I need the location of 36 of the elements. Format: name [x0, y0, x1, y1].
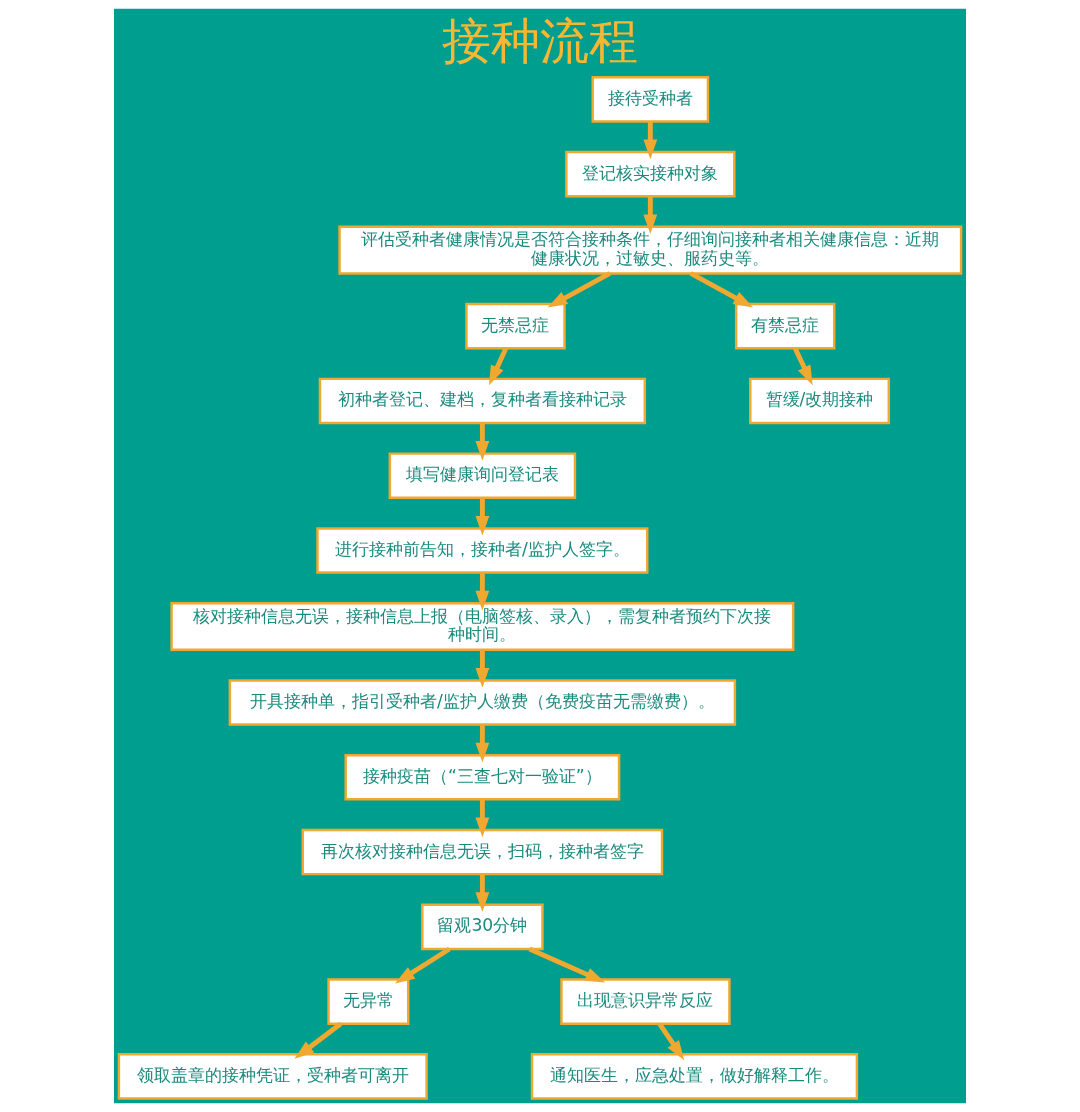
node-box: 留观30分钟 — [421, 903, 544, 951]
node-box: 暂缓/改期接种 — [749, 377, 890, 425]
arrow — [547, 271, 612, 308]
node-box: 出现意识异常反应 — [560, 978, 731, 1025]
node-box: 接待受种者 — [591, 76, 710, 123]
arrow — [475, 799, 490, 838]
arrow — [475, 874, 490, 912]
node-box: 领取盖章的接种凭证，受种者可离开 — [117, 1053, 428, 1100]
node-box: 登记核实接种对象 — [565, 150, 736, 198]
arrow — [689, 271, 754, 308]
node-box: 评估受种者健康情况是否符合接种条件，仔细询问接种者相关健康信息：近期健康状况，过敏史、服药史等。 — [338, 225, 963, 275]
arrow — [643, 121, 658, 160]
arrow — [395, 946, 451, 984]
arrow — [475, 649, 490, 688]
node-box: 填写健康询问登记表 — [388, 452, 577, 499]
arrow — [475, 497, 490, 536]
arrow — [475, 572, 490, 611]
arrow — [475, 724, 490, 763]
node-box: 开具接种单，指引受种者/监护人缴费（免费疫苗无需缴费）。 — [228, 679, 737, 726]
node-box: 无禁忌症 — [465, 302, 566, 350]
node-box: 进行接种前告知，接种者/监护人签字。 — [316, 527, 649, 574]
node-box: 再次核对接种信息无误，扫码，接种者签字 — [301, 828, 664, 876]
node-box: 接种疫苗（“三查七对一验证”） — [344, 754, 621, 801]
node-box: 核对接种信息无误，接种信息上报（电脑签核、录入），需复种者预约下次接种时间。 — [170, 601, 795, 651]
arrow — [294, 1021, 343, 1059]
diagram-title: 接种流程 — [442, 11, 638, 70]
node-box: 有禁忌症 — [734, 302, 836, 350]
arrow — [792, 347, 813, 386]
arrow — [475, 423, 490, 461]
node-box: 无异常 — [327, 978, 410, 1025]
arrow — [657, 1022, 685, 1061]
arrow — [528, 946, 606, 983]
node-box: 通知医生，应急处置，做好解释工作。 — [530, 1053, 859, 1100]
arrow — [643, 196, 658, 235]
arrow — [489, 347, 509, 386]
node-box: 初种者登记、建档，复种者看接种记录 — [318, 377, 647, 425]
